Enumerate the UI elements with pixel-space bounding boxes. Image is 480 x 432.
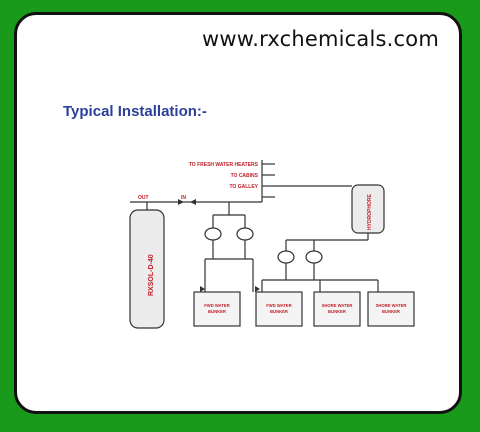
bunker-tank: [367, 291, 415, 327]
content-card: www.rxchemicals.com Typical Installation…: [14, 12, 462, 414]
outlet-label: TO FRESH WATER HEATERS: [189, 162, 259, 168]
out-label: OUT: [138, 195, 149, 201]
outlet-label: TO CABINS: [231, 173, 259, 179]
bunker-label: FWD WATER: [266, 303, 292, 308]
pressure-gauge: [204, 227, 222, 241]
valve-icon: [178, 199, 184, 205]
dosing-tank: [129, 209, 165, 329]
bunker-tank: [255, 291, 303, 327]
valve-icon: [190, 199, 196, 205]
pressure-gauge: [236, 227, 254, 241]
pressure-gauge: [277, 250, 295, 264]
hydrophore-label: HYDROPHORE: [367, 193, 373, 230]
pressure-gauge: [305, 250, 323, 264]
in-label: IN: [181, 195, 186, 201]
bunker-label: BUNKER: [328, 309, 346, 314]
bunker-label: SHORE WATER: [376, 303, 407, 308]
outlet-label: TO GALLEY: [229, 184, 258, 190]
dosing-unit-label: RXSOL-D-40: [148, 254, 155, 296]
bunker-label: BUNKER: [208, 309, 226, 314]
bunker-label: BUNKER: [382, 309, 400, 314]
bunker-tank: [193, 291, 241, 327]
bunker-tank: [313, 291, 361, 327]
bunker-label: SHORE WATER: [322, 303, 353, 308]
bunker-label: BUNKER: [270, 309, 288, 314]
site-url[interactable]: www.rxchemicals.com: [202, 27, 439, 51]
valve-icon: [255, 286, 260, 292]
page-heading: Typical Installation:-: [63, 103, 207, 120]
valve-icon: [200, 286, 205, 292]
bunker-label: FWD WATER: [204, 303, 230, 308]
